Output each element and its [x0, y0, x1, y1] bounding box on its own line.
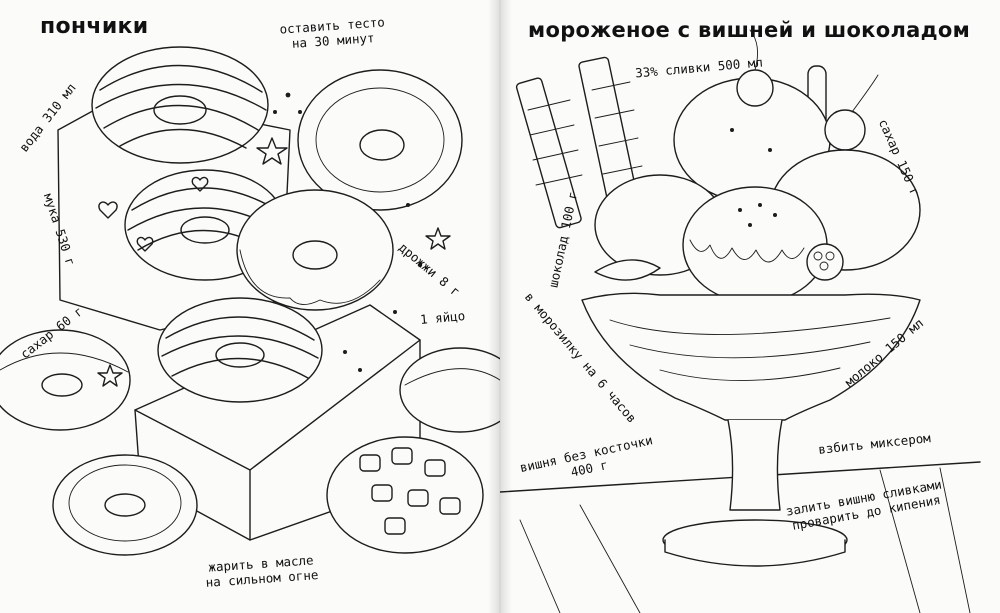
donut-right-edge — [399, 347, 500, 433]
scoop-center — [682, 186, 828, 304]
donut-striped-lower — [157, 297, 323, 403]
chocolate-drip — [689, 239, 805, 263]
right-page-ice-cream: мороженое с вишней и шоколадом 33% сливк… — [500, 0, 1000, 613]
napkin — [519, 467, 971, 613]
page-title-ice-cream: мороженое с вишней и шоколадом — [528, 18, 971, 42]
cherry-stem — [749, 29, 759, 71]
sprinkle-icon — [730, 128, 777, 227]
cherry — [824, 109, 866, 151]
donut-left-edge — [0, 329, 131, 431]
star-icon — [256, 137, 288, 165]
cherry — [736, 69, 774, 107]
donuts-illustration — [0, 46, 500, 556]
left-page-donuts: пончики оставить тесто на 30 минут вода … — [0, 0, 500, 613]
cherry-stem — [851, 74, 879, 113]
heart-icon — [136, 236, 154, 252]
donut-bottom-left — [52, 454, 198, 556]
heart-icon — [98, 201, 118, 219]
donut-striped-top — [91, 46, 269, 164]
mint-leaf — [594, 259, 661, 281]
donut-marshmallow — [326, 436, 484, 554]
donut-sprinkles-right — [297, 69, 463, 211]
glass-swirl — [609, 317, 891, 381]
sprinkle-icon — [273, 92, 423, 372]
glass-bowl — [581, 292, 921, 421]
heart-icon — [191, 176, 209, 192]
page-title-donuts: пончики — [40, 14, 149, 39]
ice-cream-illustration — [500, 29, 981, 613]
wafer-stick-left — [515, 77, 583, 229]
star-icon — [97, 364, 123, 387]
donut-glazed-center — [236, 189, 394, 311]
glass-stem — [727, 419, 783, 511]
star-icon — [425, 227, 451, 250]
